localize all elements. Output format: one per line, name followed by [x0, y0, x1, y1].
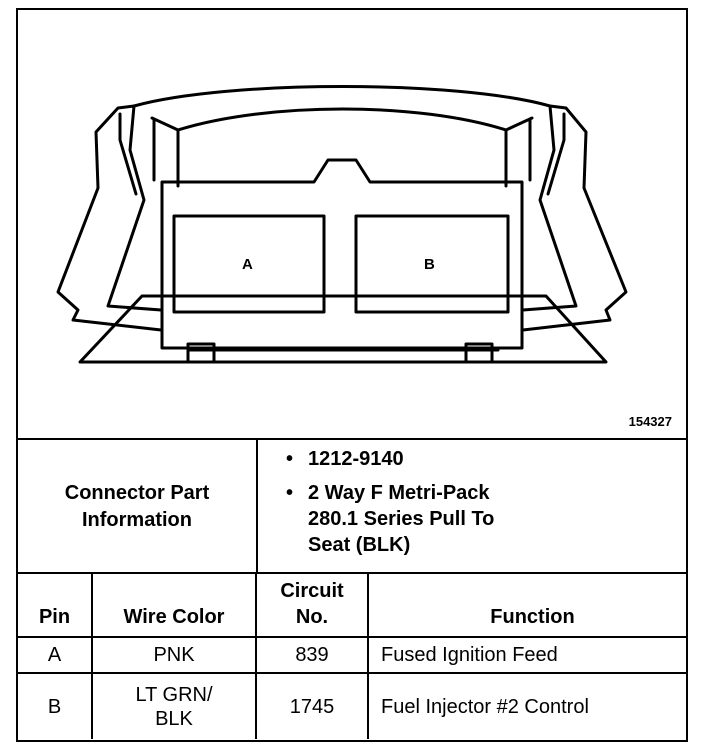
- table-row: B LT GRN/ BLK 1745 Fuel Injector #2 Cont…: [18, 672, 686, 739]
- header-circuit: Circuit No.: [255, 572, 369, 638]
- pin-table: Pin Wire Color Circuit No. Function A PN…: [18, 572, 686, 739]
- header-pin: Pin: [18, 572, 93, 638]
- info-item-description: 2 Way F Metri-Pack 280.1 Series Pull To …: [286, 480, 686, 558]
- connector-info-items: 1212-9140 2 Way F Metri-Pack 280.1 Serie…: [258, 440, 686, 574]
- connector-base: [78, 294, 608, 364]
- cell-circuit: 839: [255, 636, 369, 674]
- figure-id: 154327: [628, 414, 672, 429]
- wire-color-line1: LT GRN/: [135, 683, 213, 706]
- cavity-label-a: A: [242, 256, 253, 273]
- connector-info-label: Connector Part Information: [18, 440, 258, 574]
- wire-color-line2: BLK: [155, 707, 193, 730]
- cavity-b: [354, 214, 510, 314]
- foot-right: [464, 342, 494, 364]
- latch-right: [521, 104, 628, 332]
- pin-table-header: Pin Wire Color Circuit No. Function: [18, 572, 686, 638]
- info-item-line: 2 Way F Metri-Pack: [308, 482, 490, 504]
- cell-wire-color: LT GRN/ BLK: [91, 672, 257, 739]
- info-item-line: 1212-9140: [308, 448, 404, 470]
- cell-circuit: 1745: [255, 672, 369, 739]
- header-function: Function: [367, 572, 686, 638]
- latch-left: [56, 104, 163, 332]
- cell-wire-color: PNK: [91, 636, 257, 674]
- header-circuit-line1: Circuit: [280, 580, 344, 602]
- cell-pin: A: [18, 636, 93, 674]
- table-row: A PNK 839 Fused Ignition Feed: [18, 636, 686, 674]
- header-wire-color: Wire Color: [91, 572, 257, 638]
- info-item-line: 280.1 Series Pull To: [308, 508, 495, 530]
- info-label-line1: Connector Part: [64, 482, 210, 504]
- info-item-part-number: 1212-9140: [286, 446, 686, 472]
- connector-drawing: [56, 85, 628, 364]
- info-item-line: Seat (BLK): [308, 534, 411, 556]
- connector-part-info: Connector Part Information 1212-9140 2 W…: [18, 438, 686, 574]
- header-circuit-line2: No.: [295, 606, 329, 628]
- cavity-label-b: B: [424, 256, 435, 273]
- cell-function: Fuel Injector #2 Control: [367, 672, 686, 739]
- info-label-line2: Information: [82, 509, 192, 531]
- cell-pin: B: [18, 672, 93, 739]
- connector-diagram: A B 154327: [18, 10, 686, 438]
- wire-color-line1: PNK: [153, 644, 195, 666]
- foot-left: [186, 342, 216, 364]
- connector-body: [160, 158, 524, 350]
- cavity-a: [172, 214, 326, 314]
- connector-hood: [132, 85, 552, 108]
- cell-function: Fused Ignition Feed: [367, 636, 686, 674]
- connector-figure: A B 154327 Connector Part Information 12…: [16, 8, 688, 742]
